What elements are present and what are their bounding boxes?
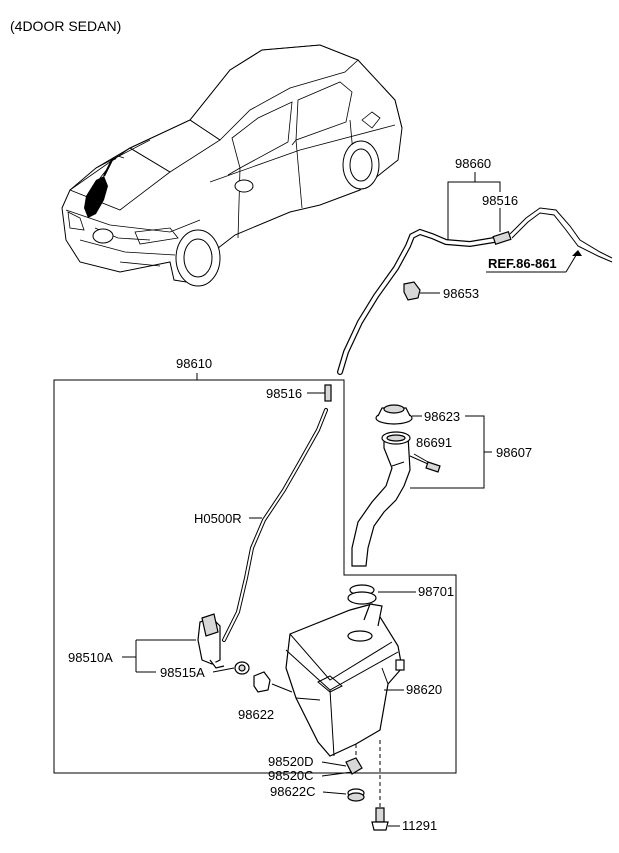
label-98515A: 98515A: [160, 665, 205, 680]
label-98516-box: 98516: [266, 386, 302, 401]
washer-reservoir: [285, 603, 405, 757]
label-98610: 98610: [176, 356, 212, 371]
label-98520C: 98520C: [268, 768, 314, 783]
label-98620: 98620: [406, 682, 442, 697]
label-H0500R: H0500R: [194, 511, 242, 526]
diagram-title: (4DOOR SEDAN): [10, 18, 121, 34]
rear-washer-hose: [337, 207, 613, 375]
label-98520D: 98520D: [268, 754, 314, 769]
label-98516-top: 98516: [482, 193, 518, 208]
ref-label: REF.86-861: [488, 256, 557, 271]
label-98623: 98623: [424, 409, 460, 424]
label-98660: 98660: [455, 156, 491, 171]
label-98510A: 98510A: [68, 650, 113, 665]
label-86691: 86691: [416, 435, 452, 450]
reservoir-cap: [375, 404, 413, 425]
filler-neck: [351, 431, 411, 567]
label-98607: 98607: [496, 445, 532, 460]
car-illustration: [61, 44, 403, 287]
label-98653: 98653: [443, 286, 479, 301]
label-98622C: 98622C: [270, 784, 316, 799]
washer-pump: [197, 613, 225, 669]
label-98701: 98701: [418, 584, 454, 599]
label-98622: 98622: [238, 707, 274, 722]
label-11291: 11291: [402, 818, 437, 833]
assembly-box: [53, 379, 457, 774]
